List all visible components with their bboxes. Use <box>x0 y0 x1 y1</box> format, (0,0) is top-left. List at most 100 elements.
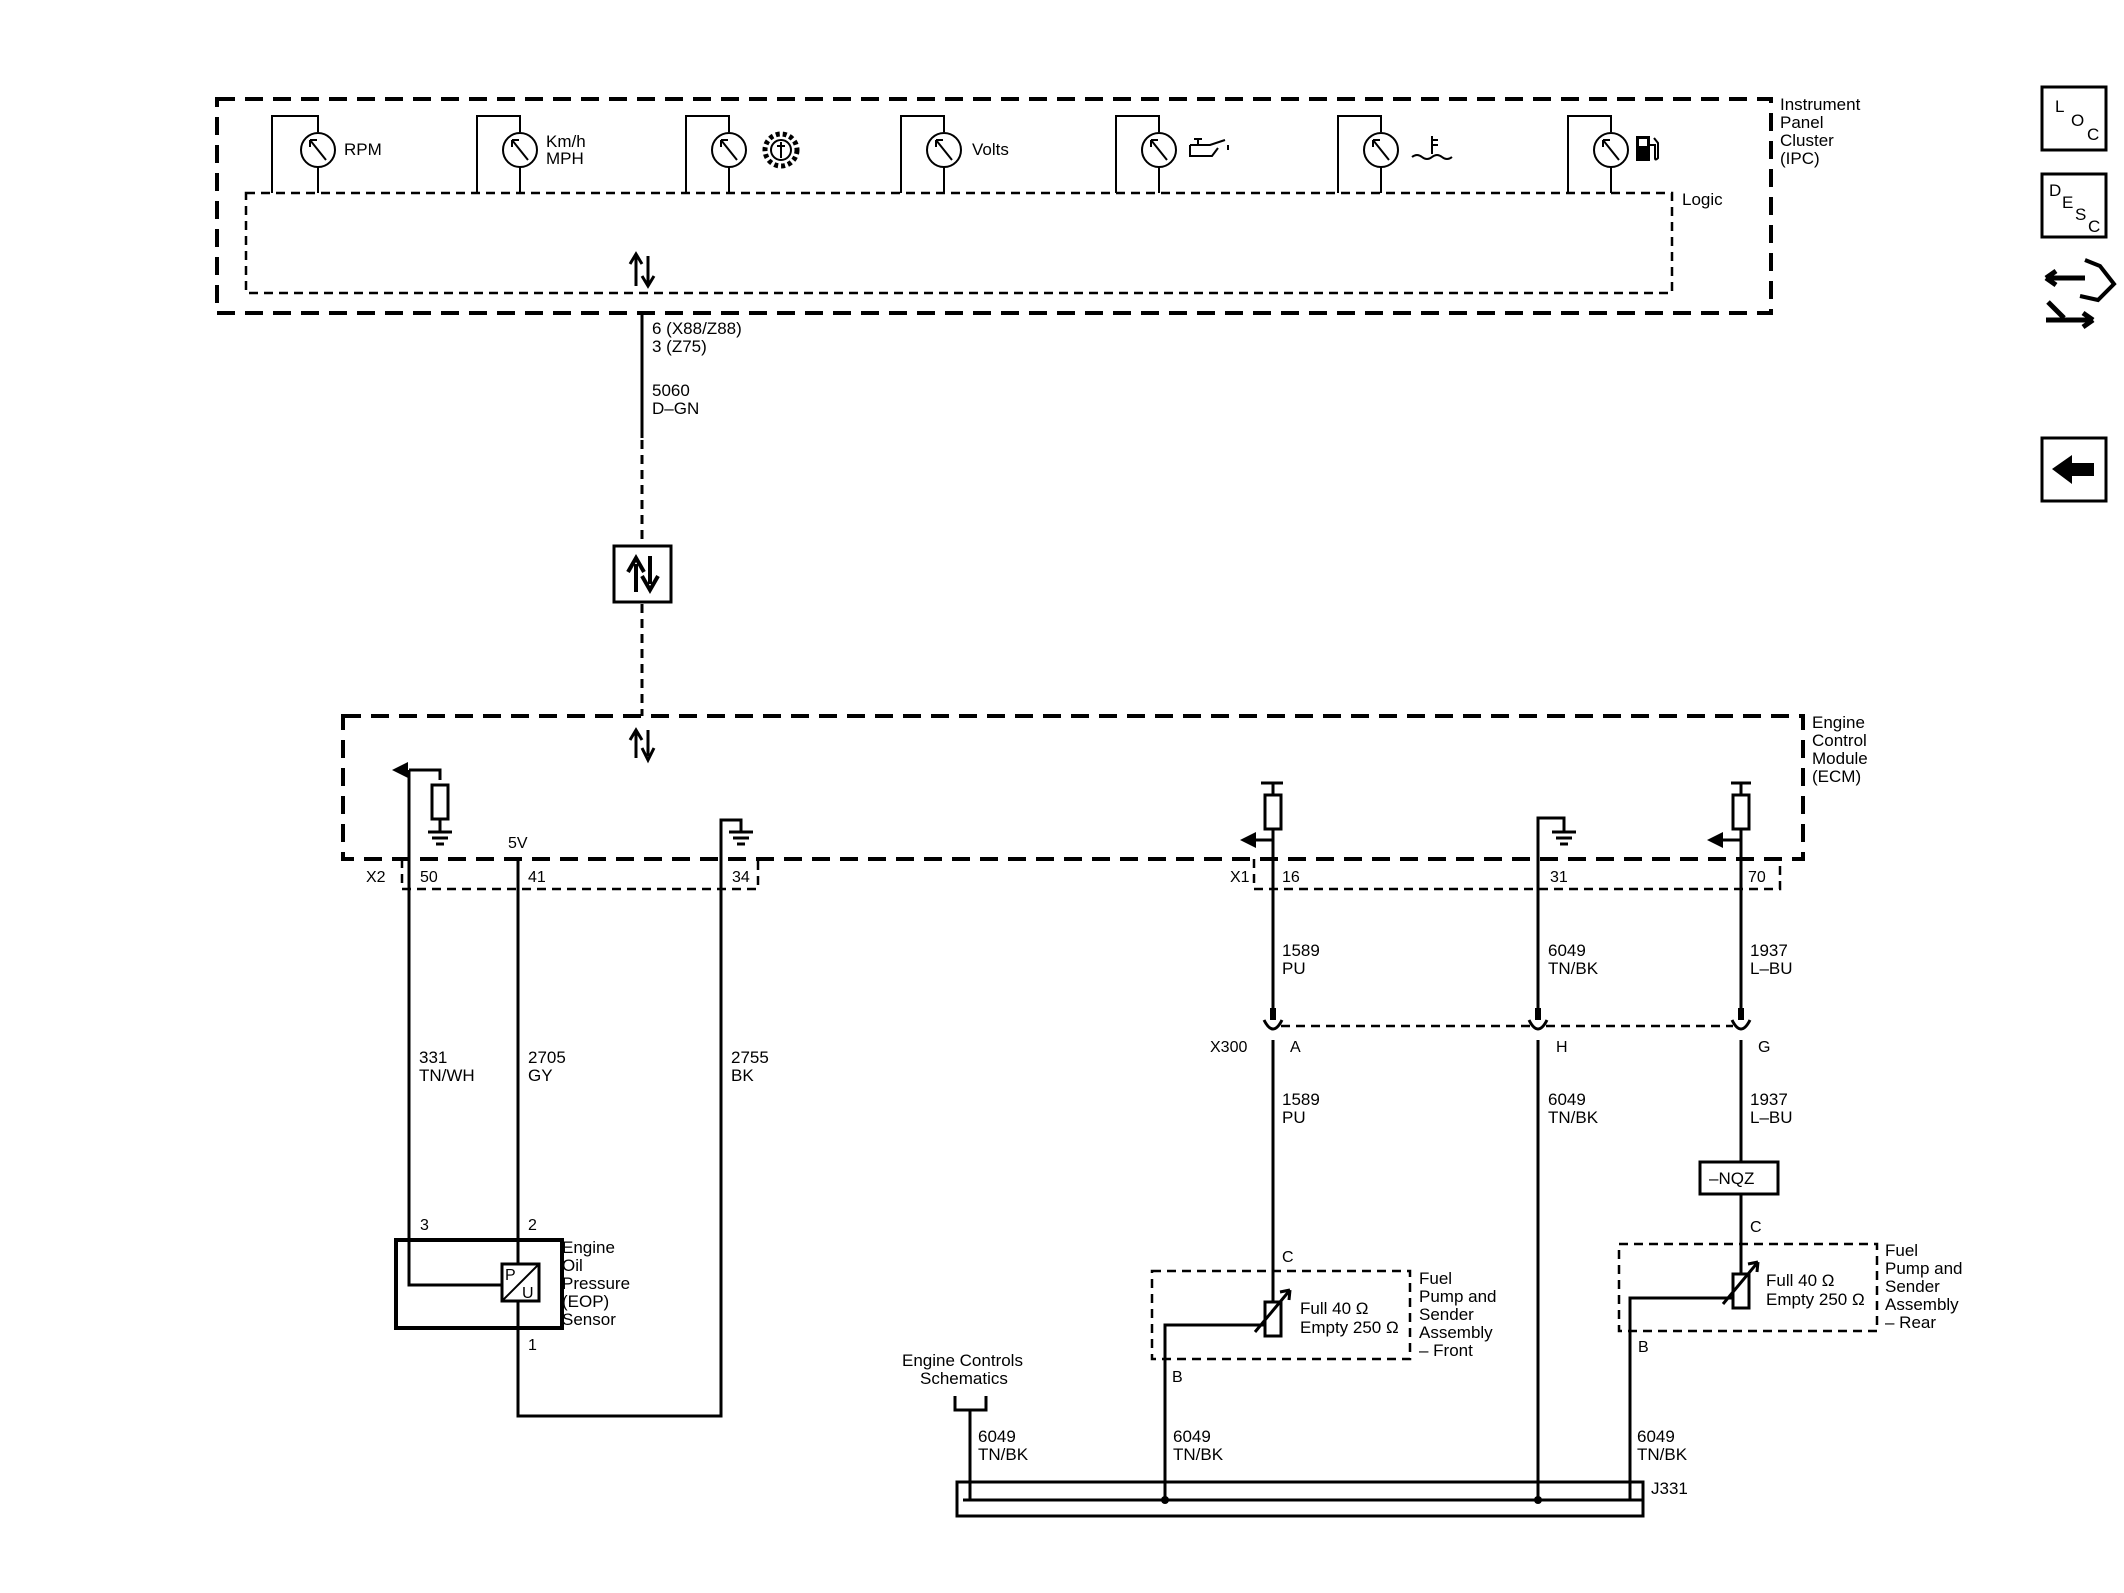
eop-u-letter: U <box>522 1285 534 1302</box>
connector-x2-label: X2 <box>366 869 386 886</box>
front-empty: Empty 250 Ω <box>1300 1318 1399 1337</box>
w331-color: TN/WH <box>419 1066 475 1085</box>
w1937-color-lower: L–BU <box>1750 1108 1793 1127</box>
ipc-pin-line-1: 6 (X88/Z88) <box>652 319 742 338</box>
eop-pin-1: 1 <box>528 1337 537 1354</box>
nqz-label: –NQZ <box>1709 1169 1754 1188</box>
ipc-title-line-1: Instrument <box>1780 95 1861 114</box>
rear-empty: Empty 250 Ω <box>1766 1290 1865 1309</box>
ipc-title-line-4: (IPC) <box>1780 149 1820 168</box>
w1937-circuit-upper: 1937 <box>1750 941 1788 960</box>
ecm-title-line-1: Engine <box>1812 713 1865 732</box>
w1589-color-lower: PU <box>1282 1108 1306 1127</box>
pin-34: 34 <box>732 869 750 886</box>
w6049-circuit-mid: 6049 <box>1173 1427 1211 1446</box>
eop-label-line-3: Pressure <box>562 1274 630 1293</box>
gauge-oil <box>1115 115 1229 193</box>
engine-controls-line-1: Engine Controls <box>902 1351 1023 1370</box>
wire-331 <box>407 770 502 1287</box>
front-pin-b: B <box>1172 1369 1183 1386</box>
front-label-line-1: Fuel <box>1419 1269 1452 1288</box>
description-button[interactable]: D E S C <box>2040 172 2108 239</box>
rear-label-line-3: Sender <box>1885 1277 1940 1296</box>
front-label-line-2: Pump and <box>1419 1287 1497 1306</box>
front-label-line-4: Assembly <box>1419 1323 1493 1342</box>
splice-label: J331 <box>1651 1479 1688 1498</box>
arrow-left-icon <box>2052 455 2094 484</box>
instrument-panel-cluster: Instrument Panel Cluster (IPC) Logic RPM… <box>215 95 1861 315</box>
ipc-circuit-color: D–GN <box>652 399 699 418</box>
w6049-circuit-upper: 6049 <box>1548 941 1586 960</box>
connector-x1-label: X1 <box>1230 869 1250 886</box>
pin-31: 31 <box>1550 869 1568 886</box>
gauge-kmh-label: Km/h <box>546 132 586 151</box>
splice-pack-j331 <box>955 1480 1645 1518</box>
desc-letter-e: E <box>2062 193 2073 212</box>
ipc-title-line-3: Cluster <box>1780 131 1834 150</box>
pin-70: 70 <box>1748 869 1766 886</box>
front-full: Full 40 Ω <box>1300 1299 1368 1318</box>
eop-p-letter: P <box>505 1267 516 1284</box>
w6049-circuit-lower: 6049 <box>1548 1090 1586 1109</box>
front-pin-c: C <box>1282 1249 1294 1266</box>
eop-pin-3: 3 <box>420 1217 429 1234</box>
ecm-title-line-3: Module <box>1812 749 1868 768</box>
pin-16: 16 <box>1282 869 1300 886</box>
wire-2755 <box>516 860 723 1418</box>
pin-50: 50 <box>420 869 438 886</box>
engine-controls-line-2: Schematics <box>920 1369 1008 1388</box>
w331-circuit: 331 <box>419 1048 447 1067</box>
connector-end-view-icon[interactable] <box>2044 258 2117 330</box>
ipc-data-arrows-icon <box>628 251 656 289</box>
loc-letter-c: C <box>2087 125 2099 144</box>
front-label-line-5: – Front <box>1419 1341 1473 1360</box>
ecm-data-arrows-icon <box>628 727 656 764</box>
x300-pin-g: G <box>1758 1039 1770 1056</box>
gauge-rpm-label: RPM <box>344 140 382 159</box>
nqz-box <box>1698 1160 1780 1196</box>
w6049-color-lower: TN/BK <box>1548 1108 1599 1127</box>
back-button[interactable] <box>2040 436 2108 503</box>
gauge-trans-temp <box>685 115 800 193</box>
loc-letter-o: O <box>2071 111 2084 130</box>
gauge-speed: Km/h MPH <box>476 115 586 193</box>
ipc-logic-label: Logic <box>1682 190 1723 209</box>
w1589-circuit-upper: 1589 <box>1282 941 1320 960</box>
desc-letter-d: D <box>2049 181 2061 200</box>
loc-letter-l: L <box>2055 97 2064 116</box>
coolant-temp-icon <box>1411 136 1453 160</box>
w6049-color-left: TN/BK <box>978 1445 1029 1464</box>
w2705-circuit: 2705 <box>528 1048 566 1067</box>
rear-label-line-5: – Rear <box>1885 1313 1936 1332</box>
five-volt-label: 5V <box>508 835 528 852</box>
eop-label-line-5: Sensor <box>562 1310 616 1329</box>
gauge-volts-label: Volts <box>972 140 1009 159</box>
gauge-volts: Volts <box>900 115 1009 193</box>
desc-letter-s: S <box>2075 205 2086 224</box>
gauge-coolant <box>1337 115 1453 193</box>
connector-x300 <box>1262 1008 1752 1031</box>
pin-41: 41 <box>528 869 546 886</box>
rear-label-line-2: Pump and <box>1885 1259 1963 1278</box>
w1589-color-upper: PU <box>1282 959 1306 978</box>
x300-pin-h: H <box>1556 1039 1568 1056</box>
w1937-color-upper: L–BU <box>1750 959 1793 978</box>
ipc-circuit-number: 5060 <box>652 381 690 400</box>
fuel-pump-icon <box>1636 136 1659 161</box>
rear-pin-b: B <box>1638 1339 1649 1356</box>
eop-label-line-4: (EOP) <box>562 1292 609 1311</box>
desc-letter-c: C <box>2088 217 2100 236</box>
w2705-color: GY <box>528 1066 553 1085</box>
ecm-title-line-2: Control <box>1812 731 1867 750</box>
front-label-line-3: Sender <box>1419 1305 1474 1324</box>
rear-label-line-4: Assembly <box>1885 1295 1959 1314</box>
w1937-circuit-lower: 1937 <box>1750 1090 1788 1109</box>
eop-label-line-1: Engine <box>562 1238 615 1257</box>
w2755-color: BK <box>731 1066 754 1085</box>
w6049-color-right: TN/BK <box>1637 1445 1688 1464</box>
w2755-circuit: 2755 <box>731 1048 769 1067</box>
location-button[interactable]: L O C <box>2040 85 2108 152</box>
x300-pin-a: A <box>1290 1039 1301 1056</box>
transmission-gear-icon <box>762 131 800 169</box>
